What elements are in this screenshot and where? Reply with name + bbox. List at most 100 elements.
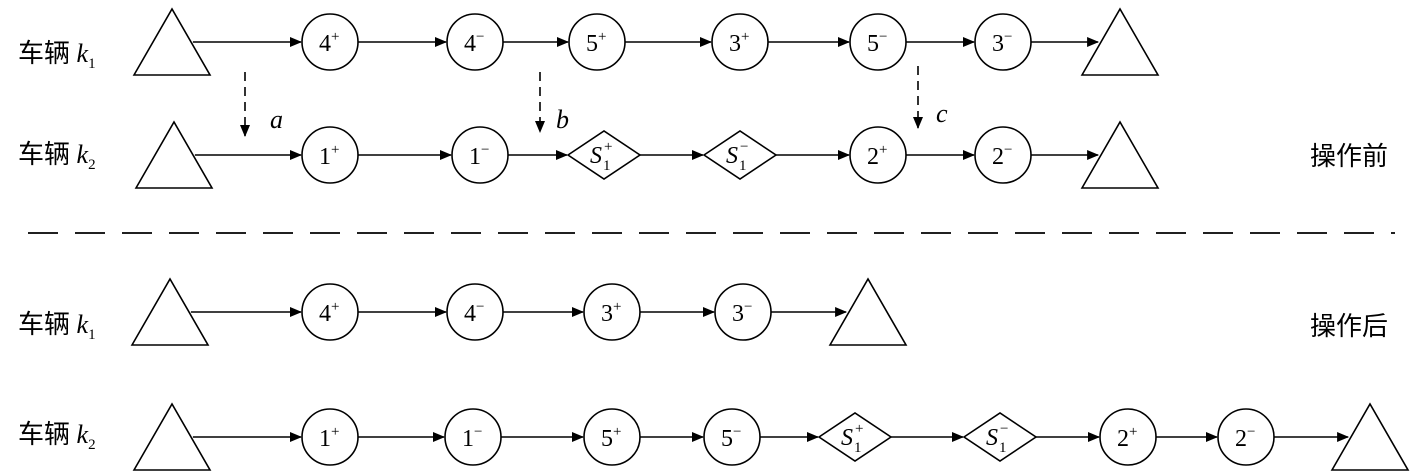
- node-label: S: [590, 143, 602, 169]
- node-circle: [301, 283, 359, 341]
- node-diamond: [702, 130, 778, 180]
- customer-node-5-pickup: 5+: [568, 13, 626, 71]
- depot-triangle: [130, 277, 210, 346]
- section-label-before: 操作前: [1310, 142, 1388, 171]
- station-node-S1-delivery: S− 1: [702, 130, 778, 180]
- node-label: 3−: [732, 299, 752, 327]
- station-node-S1-pickup: S+1: [566, 130, 642, 180]
- customer-node-2-pickup: 2+: [1099, 408, 1157, 466]
- node-label: 3+: [729, 29, 749, 57]
- node-label: 4+: [319, 299, 339, 327]
- route-before-k1: 4+ 4− 5+ 3+ 5− 3−: [132, 7, 1160, 76]
- section-label-after: 操作后: [1310, 312, 1388, 341]
- row-label-before-k1: 车辆 k1: [18, 39, 96, 72]
- depot-triangle: [828, 277, 908, 346]
- depot-triangle: [1080, 120, 1160, 189]
- customer-node-2-delivery: 2−: [974, 126, 1032, 184]
- node-circle: [444, 408, 502, 466]
- node-label: S: [726, 143, 738, 169]
- node-subscript: 1: [739, 158, 747, 174]
- svg-text:车辆 k1: 车辆 k1: [18, 310, 96, 343]
- node-circle: [849, 13, 907, 71]
- customer-node-3-pickup: 3+: [711, 13, 769, 71]
- node-label: S: [986, 425, 998, 451]
- row-label-before-k2: 车辆 k2: [18, 140, 96, 173]
- row-label-after-k2: 车辆 k2: [18, 420, 96, 453]
- node-circle: [446, 283, 504, 341]
- depot-triangle: [1080, 7, 1160, 76]
- route-after-k1: 4+ 4− 3+ 3−: [130, 277, 908, 346]
- node-sign: −: [1000, 421, 1008, 437]
- customer-node-2-delivery: 2−: [1217, 408, 1275, 466]
- node-circle: [301, 408, 359, 466]
- customer-node-2-pickup: 2+: [849, 126, 907, 184]
- node-circle: [714, 283, 772, 341]
- customer-node-5-pickup: 5+: [583, 408, 641, 466]
- node-label: 4+: [319, 29, 339, 57]
- node-circle: [583, 408, 641, 466]
- customer-node-5-delivery: 5−: [849, 13, 907, 71]
- node-label: 1+: [319, 142, 339, 170]
- node-diamond: [962, 412, 1038, 462]
- svg-text:车辆 k2: 车辆 k2: [18, 140, 96, 173]
- customer-node-3-pickup: 3+: [583, 283, 641, 341]
- station-node-S1-delivery: S− 1: [962, 412, 1038, 462]
- depot-triangle: [132, 402, 212, 471]
- node-sign: +: [855, 421, 863, 437]
- customer-node-4-delivery: 4−: [446, 283, 504, 341]
- insertion-label-a: a: [270, 105, 283, 134]
- node-circle: [301, 13, 359, 71]
- insertion-label-b: b: [556, 105, 569, 134]
- node-label: 5−: [721, 424, 741, 452]
- node-label: 4−: [464, 29, 484, 57]
- node-label: 3−: [992, 29, 1012, 57]
- node-subscript: 1: [999, 440, 1007, 456]
- node-label: 1+: [319, 424, 339, 452]
- depot-triangle: [132, 7, 212, 76]
- customer-node-1-pickup: 1+: [301, 408, 359, 466]
- node-circle: [1217, 408, 1275, 466]
- node-circle: [301, 126, 359, 184]
- customer-node-4-delivery: 4−: [446, 13, 504, 71]
- node-label: 1−: [462, 424, 482, 452]
- node-circle: [703, 408, 761, 466]
- node-label: 5−: [867, 29, 887, 57]
- customer-node-4-pickup: 4+: [301, 13, 359, 71]
- node-subscript: 1: [854, 440, 862, 456]
- svg-text:车辆 k2: 车辆 k2: [18, 420, 96, 453]
- depot-triangle: [1330, 402, 1410, 471]
- station-node-S1-pickup: S+1: [817, 412, 893, 462]
- node-sign: −: [740, 139, 748, 155]
- node-sign: +: [604, 139, 612, 155]
- node-label: 1−: [469, 142, 489, 170]
- node-circle: [974, 13, 1032, 71]
- svg-text:车辆 k1: 车辆 k1: [18, 39, 96, 72]
- customer-node-5-delivery: 5−: [703, 408, 761, 466]
- node-label: 2+: [1117, 424, 1137, 452]
- node-circle: [974, 126, 1032, 184]
- node-circle: [849, 126, 907, 184]
- customer-node-3-delivery: 3−: [974, 13, 1032, 71]
- node-label: 4−: [464, 299, 484, 327]
- node-circle: [451, 126, 509, 184]
- row-label-after-k1: 车辆 k1: [18, 310, 96, 343]
- insertion-label-c: c: [936, 99, 948, 128]
- customer-node-1-delivery: 1−: [444, 408, 502, 466]
- node-circle: [711, 13, 769, 71]
- node-label: S: [841, 425, 853, 451]
- node-label: 2+: [867, 142, 887, 170]
- depot-triangle: [134, 120, 214, 189]
- node-diamond: [817, 412, 893, 462]
- node-circle: [446, 13, 504, 71]
- node-circle: [568, 13, 626, 71]
- customer-node-4-pickup: 4+: [301, 283, 359, 341]
- node-label: 2−: [992, 142, 1012, 170]
- customer-node-1-pickup: 1+: [301, 126, 359, 184]
- node-label: 3+: [601, 299, 621, 327]
- node-circle: [1099, 408, 1157, 466]
- node-label: 2−: [1235, 424, 1255, 452]
- node-label: 5+: [601, 424, 621, 452]
